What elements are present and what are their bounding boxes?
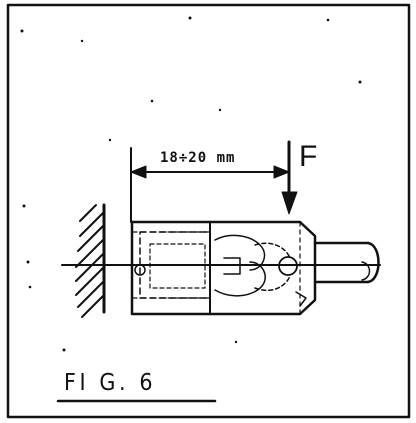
shaft	[313, 241, 380, 284]
housing	[130, 220, 317, 316]
figure-frame	[6, 3, 411, 419]
force-arrow	[281, 140, 298, 215]
dimension-label: 18÷20 mm	[160, 150, 236, 166]
wall	[75, 203, 106, 318]
scan-speckles	[20, 16, 362, 352]
force-label: F	[299, 140, 318, 173]
figure-caption: FI G. 6	[64, 370, 157, 396]
